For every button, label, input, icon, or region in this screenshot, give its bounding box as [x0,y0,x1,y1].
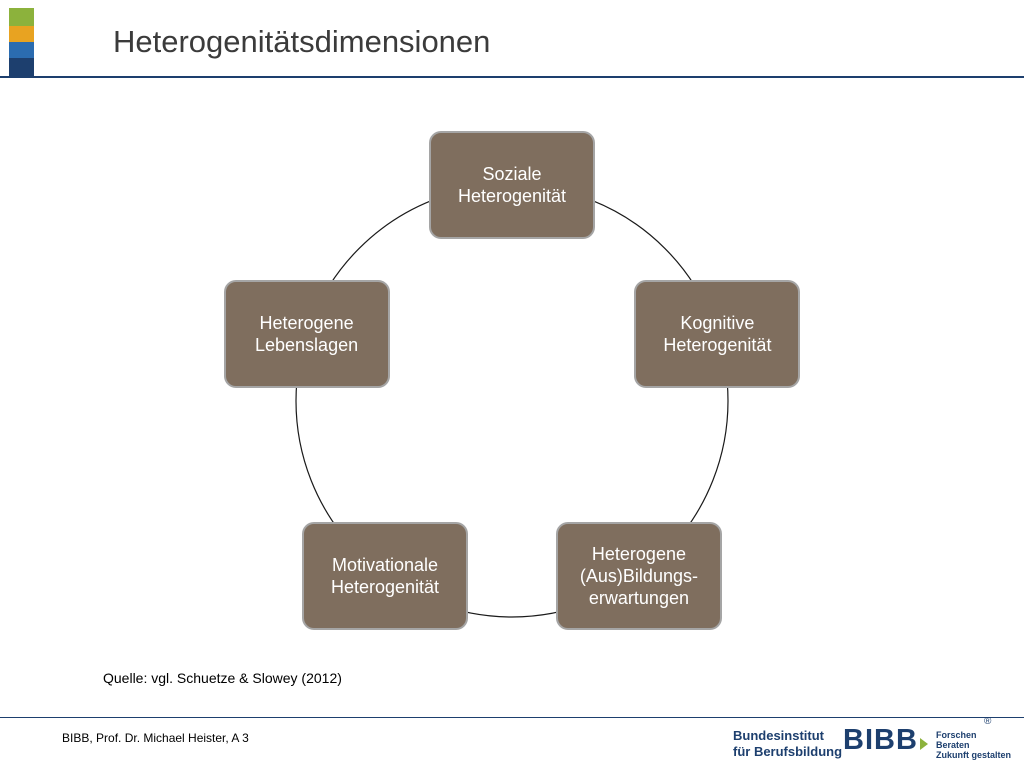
logo-line-1: Bundesinstitut [733,728,824,743]
footer-credit: BIBB, Prof. Dr. Michael Heister, A 3 [62,731,249,745]
registered-mark: ® [984,716,992,727]
cycle-node: Heterogene (Aus)Bildungs- erwartungen [555,521,722,630]
cycle-node-label: Heterogene Lebenslagen [255,313,359,356]
brand-bar-segment [9,26,34,42]
logo-tagline-3: Zukunft gestalten [936,750,1012,760]
logo-tagline-1: Forschen [936,730,977,740]
brand-bar-segment [9,8,34,26]
logo-tagline-2: Beraten [936,740,970,750]
bibb-logo: Bundesinstitut für Berufsbildung BIBB Fo… [733,716,1013,762]
source-note: Quelle: vgl. Schuetze & Slowey (2012) [103,670,342,686]
brand-bar-segment [9,58,34,76]
cycle-node: Motivationale Heterogenität [302,521,469,630]
title-rule [0,76,1024,78]
cycle-node: Soziale Heterogenität [429,131,595,239]
footer-rule [0,717,1024,718]
cycle-node: Kognitive Heterogenität [634,280,801,389]
cycle-node-label: Soziale Heterogenität [457,164,567,206]
brand-bar-segment [9,42,34,58]
cycle-node-label: Kognitive Heterogenität [663,313,772,356]
cycle-node-label: Motivationale Heterogenität [330,554,440,597]
slide-title: Heterogenitätsdimensionen [113,24,491,59]
cycle-node: Heterogene Lebenslagen [223,280,390,389]
cycle-node-label: Heterogene (Aus)Bildungs- erwartungen [579,543,698,608]
logo-triangle-icon [920,738,928,750]
logo-line-2: für Berufsbildung [733,744,843,759]
logo-mark: BIBB [843,724,918,756]
brand-color-bar [9,8,34,76]
